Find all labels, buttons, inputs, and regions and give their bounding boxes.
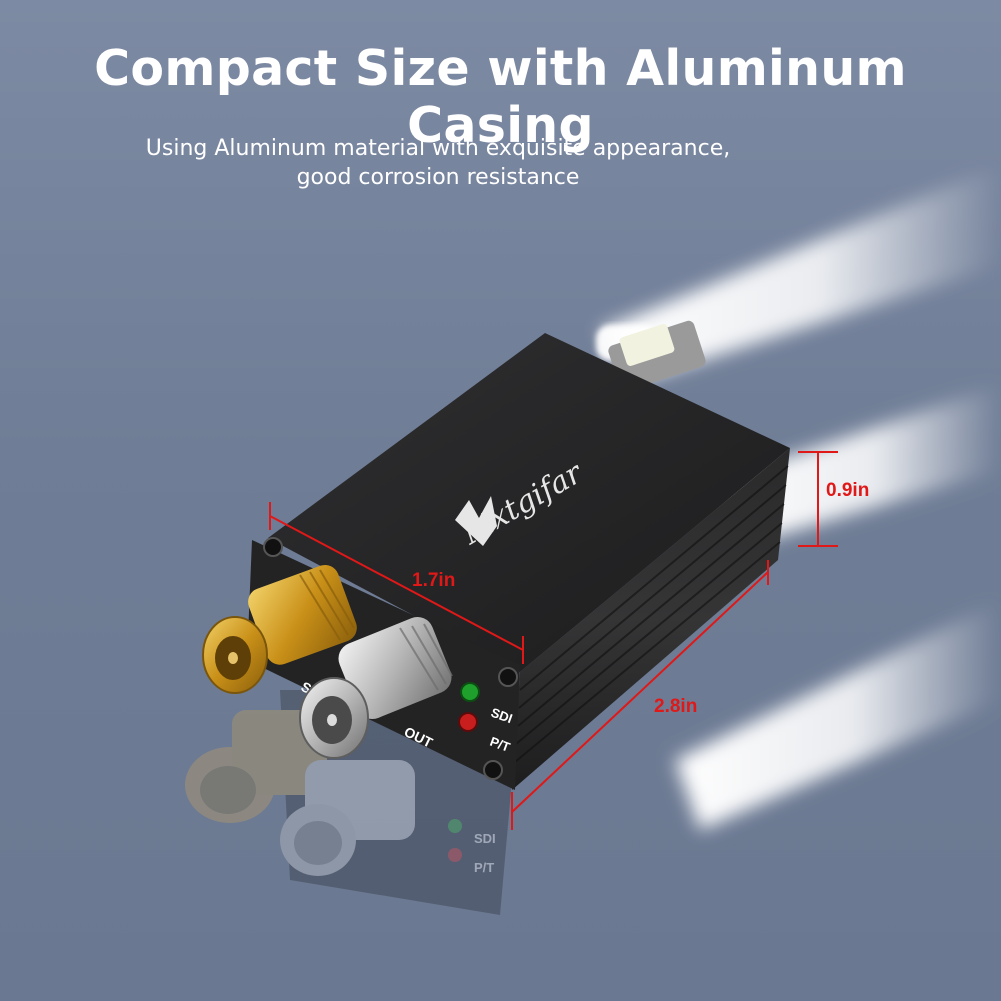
led-label-pt: P/T: [488, 734, 512, 755]
silver-connector-reflection: [280, 760, 415, 876]
gold-connector-reflection: [185, 710, 327, 823]
dimension-length: [511, 560, 769, 830]
gold-bnc-connector: [202, 564, 357, 694]
dimension-width: [269, 502, 524, 664]
casing-ribs: [514, 465, 789, 763]
dimension-length-label: 2.8in: [654, 696, 697, 717]
silver-bnc-connector: [299, 617, 453, 759]
subtitle: Using Aluminum material with exquisite a…: [138, 134, 738, 192]
subtitle-line-1: Using Aluminum material with exquisite a…: [145, 136, 731, 161]
casing-side: [512, 448, 790, 790]
dimension-height: [798, 451, 838, 547]
screw-bottom-right: [483, 760, 503, 780]
casing-top: [268, 333, 790, 672]
dimension-height-label: 0.9in: [826, 480, 869, 501]
rear-connector: [608, 320, 706, 392]
brand-mark: [455, 496, 497, 546]
screw-top-left: [263, 537, 283, 557]
led-red-pt: [458, 712, 478, 732]
dimension-width-label: 1.7in: [412, 570, 455, 591]
led-label-sdi: SDI: [489, 705, 514, 727]
screw-top-right: [498, 667, 518, 687]
light-beam-middle: [720, 385, 1001, 545]
light-beam-bottom: [675, 600, 1001, 830]
subtitle-line-2: good corrosion resistance: [296, 165, 580, 190]
headline: Compact Size with Aluminum Casing: [94, 40, 907, 154]
light-beams: [600, 165, 1001, 830]
svg-text:SDI: SDI: [474, 831, 496, 846]
light-beam-top: [600, 165, 1001, 380]
led-green-sdi: [460, 682, 480, 702]
svg-text:P/T: P/T: [474, 860, 494, 875]
